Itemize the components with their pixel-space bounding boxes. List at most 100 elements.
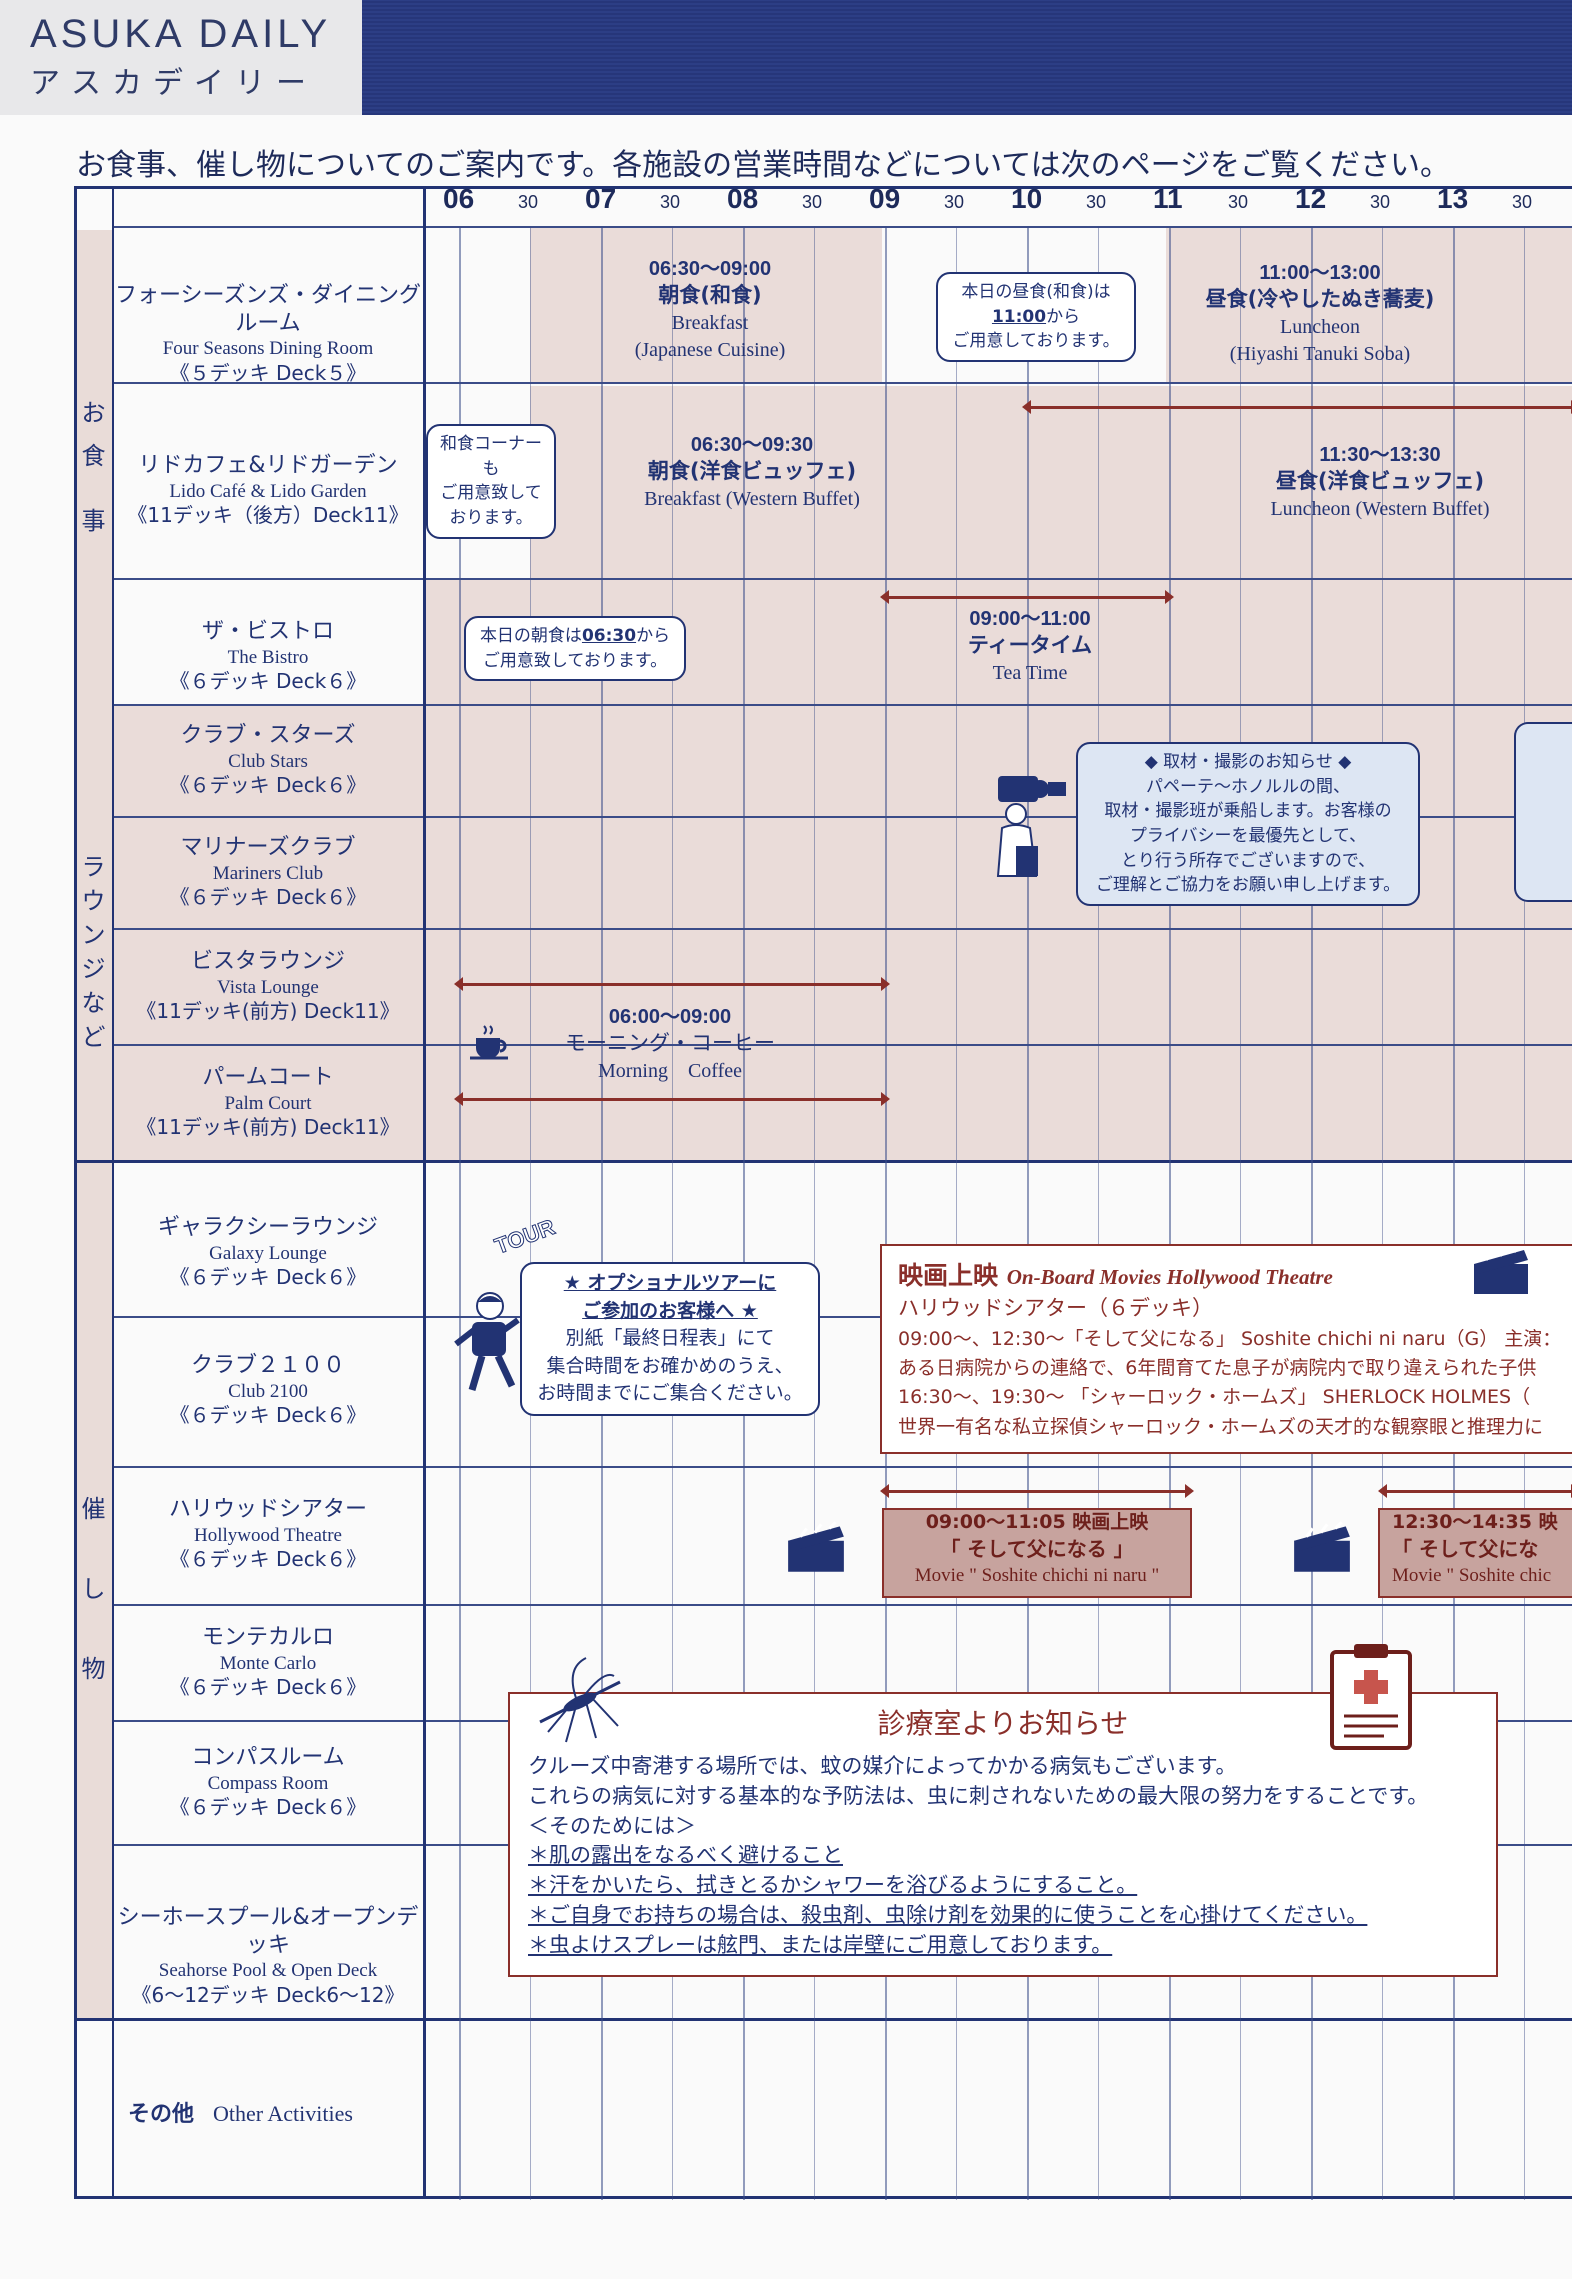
venue-en: Galaxy Lounge	[209, 1242, 327, 1264]
screening-time: 09:00〜11:05 映画上映	[925, 1511, 1149, 1533]
event-en: (Hiyashi Tanuki Soba)	[1229, 342, 1411, 365]
event-time: 06:30〜09:00	[648, 258, 772, 280]
bottom-border	[74, 2196, 1572, 2199]
venue-deck: 《６デッキ Deck６》	[169, 1403, 367, 1428]
notice-line: クルーズ中寄港する場所では、蚊の媒介によってかかる病気もございます。	[528, 1754, 1237, 1778]
venue-deck: 《６デッキ Deck６》	[169, 1265, 367, 1290]
venue-palm-court: パームコート Palm Court 《11デッキ(前方) Deck11》	[113, 1064, 423, 1140]
camera-operator-icon	[996, 776, 1066, 877]
group-column	[74, 230, 113, 2020]
group-lounges: ラウンジなど	[81, 853, 106, 1051]
venue-en: Lido Café & Lido Garden	[169, 480, 367, 502]
event-title: 昼食(洋食ビュッフェ)	[1275, 469, 1485, 494]
row-line	[113, 1316, 1572, 1318]
notice-bullet: ＊汗をかいたら、拭きとるかシャワーを浴びるようにすること。	[528, 1873, 1138, 1898]
row-line	[113, 1044, 1572, 1046]
half-label: 30	[1086, 192, 1107, 212]
movie-info-box: 映画上映 On-Board Movies Hollywood Theatre ハ…	[880, 1244, 1572, 1454]
venue-seahorse-pool: シーホースプール&オープンデッキ Seahorse Pool & Open De…	[113, 1904, 423, 2008]
venue-divider-line	[423, 186, 426, 2199]
group-events-1: 催	[81, 1495, 106, 1523]
screening-arrow-1	[880, 1484, 1194, 1498]
grid-10	[1027, 226, 1029, 2200]
group-divider	[74, 1160, 1572, 1163]
half-label: 30	[1512, 192, 1533, 212]
brand-title: ASUKA DAILY	[30, 12, 332, 56]
row-line	[113, 928, 1572, 930]
bubble-time: 06:30	[581, 626, 637, 646]
event-en: (Japanese Cuisine)	[634, 338, 786, 361]
bubble-line: ご用意致して	[440, 483, 542, 504]
event-en: Luncheon	[1280, 316, 1360, 339]
event-title: モーニング・コーヒー	[565, 1031, 775, 1056]
bubble-line: ★ オプショナルツアーに	[563, 1272, 777, 1294]
grid-11	[1169, 226, 1171, 2200]
venue-hollywood: ハリウッドシアター Hollywood Theatre 《６デッキ Deck６》	[113, 1496, 423, 1572]
group-dining-3: 事	[81, 507, 106, 535]
venue-en: Hollywood Theatre	[194, 1524, 342, 1546]
half-label: 30	[944, 192, 965, 212]
venue-jp: コンパスルーム	[191, 1745, 345, 1770]
top-border	[74, 186, 1572, 189]
running-man-icon	[454, 1292, 520, 1391]
left-border	[74, 186, 77, 2199]
venue-deck: 《11デッキ（後方）Deck11》	[127, 503, 409, 528]
venue-jp: リドカフェ&リドガーデン	[138, 453, 398, 478]
hour-label: 08	[727, 183, 759, 214]
bubble-line: から	[1046, 306, 1081, 327]
brand-band	[362, 0, 1572, 115]
venue-deck: 《6〜12デッキ Deck6〜12》	[131, 1982, 405, 2007]
venue-en: Seahorse Pool & Open Deck	[158, 1960, 378, 1981]
movie-line: ある日病院からの連絡で、6年間育てた息子が病院内で取り違えられた子供	[898, 1356, 1537, 1379]
mosquito-icon	[539, 1657, 621, 1743]
event-title: 朝食(和食)	[658, 283, 762, 308]
venue-jp: マリナーズクラブ	[180, 835, 356, 860]
venue-galaxy: ギャラクシーラウンジ Galaxy Lounge 《６デッキ Deck６》	[113, 1214, 423, 1290]
notice-title: 診療室よりお知らせ	[877, 1707, 1129, 1740]
bubble-line: ご用意致しております。	[482, 650, 668, 671]
group-events-2: し	[81, 1575, 106, 1603]
venue-en: Monte Carlo	[219, 1652, 317, 1674]
grid-0930	[956, 226, 957, 2200]
half-label: 30	[1228, 192, 1249, 212]
event-en: Breakfast	[671, 312, 749, 335]
screening-title: 「 そして父になる 」	[940, 1536, 1134, 1561]
bubble-line: とり行う所存でございますので、	[1120, 850, 1376, 871]
venue-en: Compass Room	[207, 1772, 329, 1794]
bubble-line: 集合時間をお確かめのうえ、	[546, 1354, 794, 1377]
venue-jp: シーホースプール&オープンデッキ	[117, 1905, 419, 1958]
hour-label: 10	[1011, 183, 1043, 214]
screening-en: Movie " Soshite chichi ni naru "	[914, 1564, 1160, 1586]
group-divider-line	[112, 186, 114, 2199]
bubble-cropped	[1514, 722, 1572, 902]
grid-1030	[1098, 226, 1099, 2200]
grid-12	[1311, 226, 1313, 2200]
lido-lunch-arrow	[1022, 400, 1572, 414]
grid-0830	[814, 226, 815, 2200]
coffee-arrow-top	[454, 977, 890, 991]
bubble-line: プライバシーを最優先として、	[1129, 825, 1367, 846]
notice-bullet: ＊ご自身でお持ちの場合は、殺虫剤、虫除け剤を効果的に使うことを心掛けてください。	[528, 1903, 1368, 1928]
venue-monte-carlo: モンテカルロ Monte Carlo 《６デッキ Deck６》	[113, 1624, 423, 1700]
event-title: 朝食(洋食ビュッフェ)	[647, 459, 857, 484]
venue-en: Club Stars	[228, 750, 308, 772]
grid-1130	[1240, 226, 1241, 2200]
venue-mariners: マリナーズクラブ Mariners Club 《６デッキ Deck６》	[113, 834, 423, 910]
venue-jp: パームコート	[202, 1065, 334, 1090]
tint-fs-lunch	[1166, 228, 1572, 383]
bubble-breakfast-notice: 本日の朝食は06:30から ご用意致しております。	[464, 616, 686, 682]
venue-en: Mariners Club	[212, 862, 324, 884]
venue-deck: 《６デッキ Deck６》	[169, 669, 367, 694]
event-title: 昼食(冷やしたぬき蕎麦)	[1205, 287, 1435, 312]
venue-club-stars: クラブ・スターズ Club Stars 《６デッキ Deck６》	[113, 722, 423, 798]
event-bistro-tea: 09:00〜11:00 ティータイム Tea Time	[940, 606, 1120, 687]
coffee-cup-icon	[470, 1025, 508, 1060]
screening-title: 「 そして父にな	[1392, 1536, 1539, 1561]
tint-lido	[530, 386, 1572, 578]
movie-heading-jp: 映画上映	[898, 1261, 999, 1290]
bubble-time: 11:00	[991, 306, 1047, 327]
venue-deck: 《11デッキ(前方) Deck11》	[136, 1115, 400, 1140]
group-dining-1: お	[81, 399, 106, 427]
hour-label: 07	[585, 183, 617, 214]
half-label: 30	[518, 192, 539, 212]
